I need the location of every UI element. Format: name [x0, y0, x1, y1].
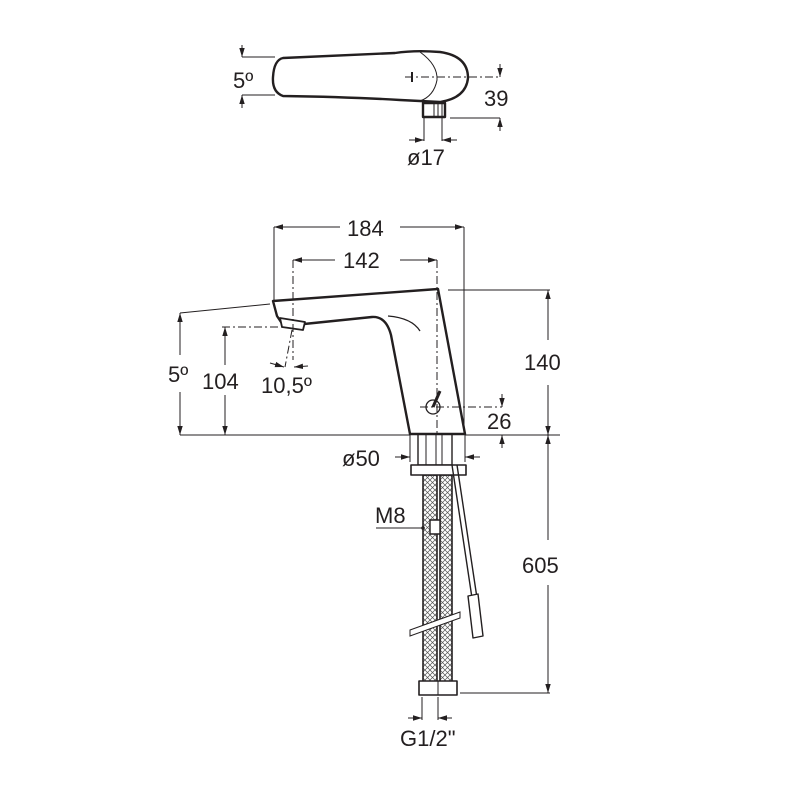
outlet-thread	[433, 104, 443, 117]
outlet-angle-label: 10,5º	[261, 373, 312, 398]
base-diameter-label: ø50	[342, 446, 380, 471]
fixing-flange	[410, 464, 467, 476]
hose-left	[422, 474, 438, 684]
stud-leader-dot	[421, 526, 425, 530]
stud-label: M8	[375, 503, 406, 528]
shank-detail	[425, 434, 443, 465]
connection-extension-lines	[421, 697, 439, 720]
top-view: 5º 39 ø17	[233, 45, 508, 170]
top-view-body	[271, 50, 470, 104]
angle-extension-lines	[242, 56, 275, 96]
outlet-angle-line	[284, 329, 293, 368]
spout-reach-label: 142	[343, 248, 380, 273]
spout-angle-line	[179, 303, 271, 314]
diameter-extension-lines	[423, 118, 443, 141]
top-angle-label: 5º	[233, 68, 253, 93]
hose-right	[439, 474, 453, 684]
side-view: 184 142 140 5º 104 10,5º 26 ø50	[168, 216, 561, 751]
hose-length-label: 605	[522, 553, 559, 578]
overall-length-label: 184	[347, 216, 384, 241]
body-contour-line	[387, 315, 421, 332]
sensor-height-label: 26	[487, 409, 511, 434]
outlet-angle-arrow-right	[293, 363, 309, 370]
length-extension-lines	[273, 227, 465, 433]
break-mark	[409, 611, 461, 637]
reach-centerlines	[292, 260, 438, 434]
outlet-angle-arrow-left	[269, 361, 285, 368]
height-extension-lines	[180, 289, 560, 436]
top-height-label: 39	[484, 86, 508, 111]
sensor-cable	[451, 464, 478, 599]
connection-label: G1/2"	[400, 726, 456, 751]
outlet-height-label: 104	[202, 369, 239, 394]
height-label: 140	[524, 350, 561, 375]
m8-stud-nut	[429, 519, 441, 535]
cable-connector	[467, 593, 484, 639]
outlet-diameter-label: ø17	[407, 145, 445, 170]
shank	[417, 433, 453, 466]
top-view-body-contour	[419, 51, 438, 102]
spout-angle-label: 5º	[168, 362, 188, 387]
